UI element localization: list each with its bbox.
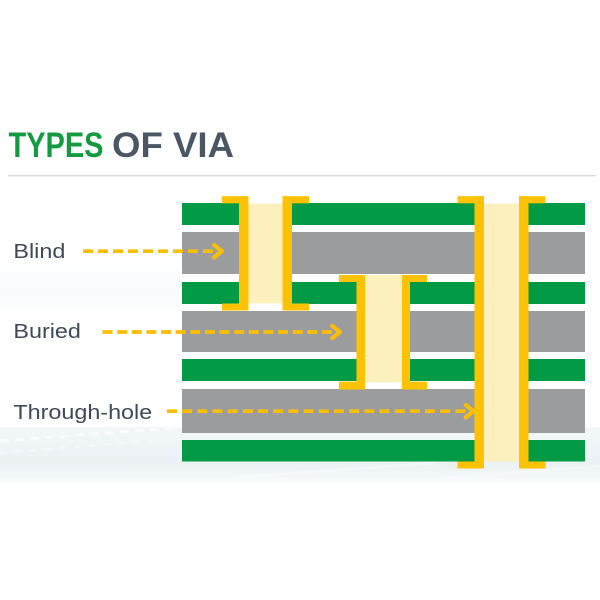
svg-text:Through-hole: Through-hole [13, 402, 152, 424]
svg-text:TYPES: TYPES [9, 126, 104, 165]
svg-text:Blind: Blind [13, 241, 65, 263]
svg-text:Buried: Buried [13, 321, 81, 343]
svg-text:OF VIA: OF VIA [112, 126, 234, 165]
